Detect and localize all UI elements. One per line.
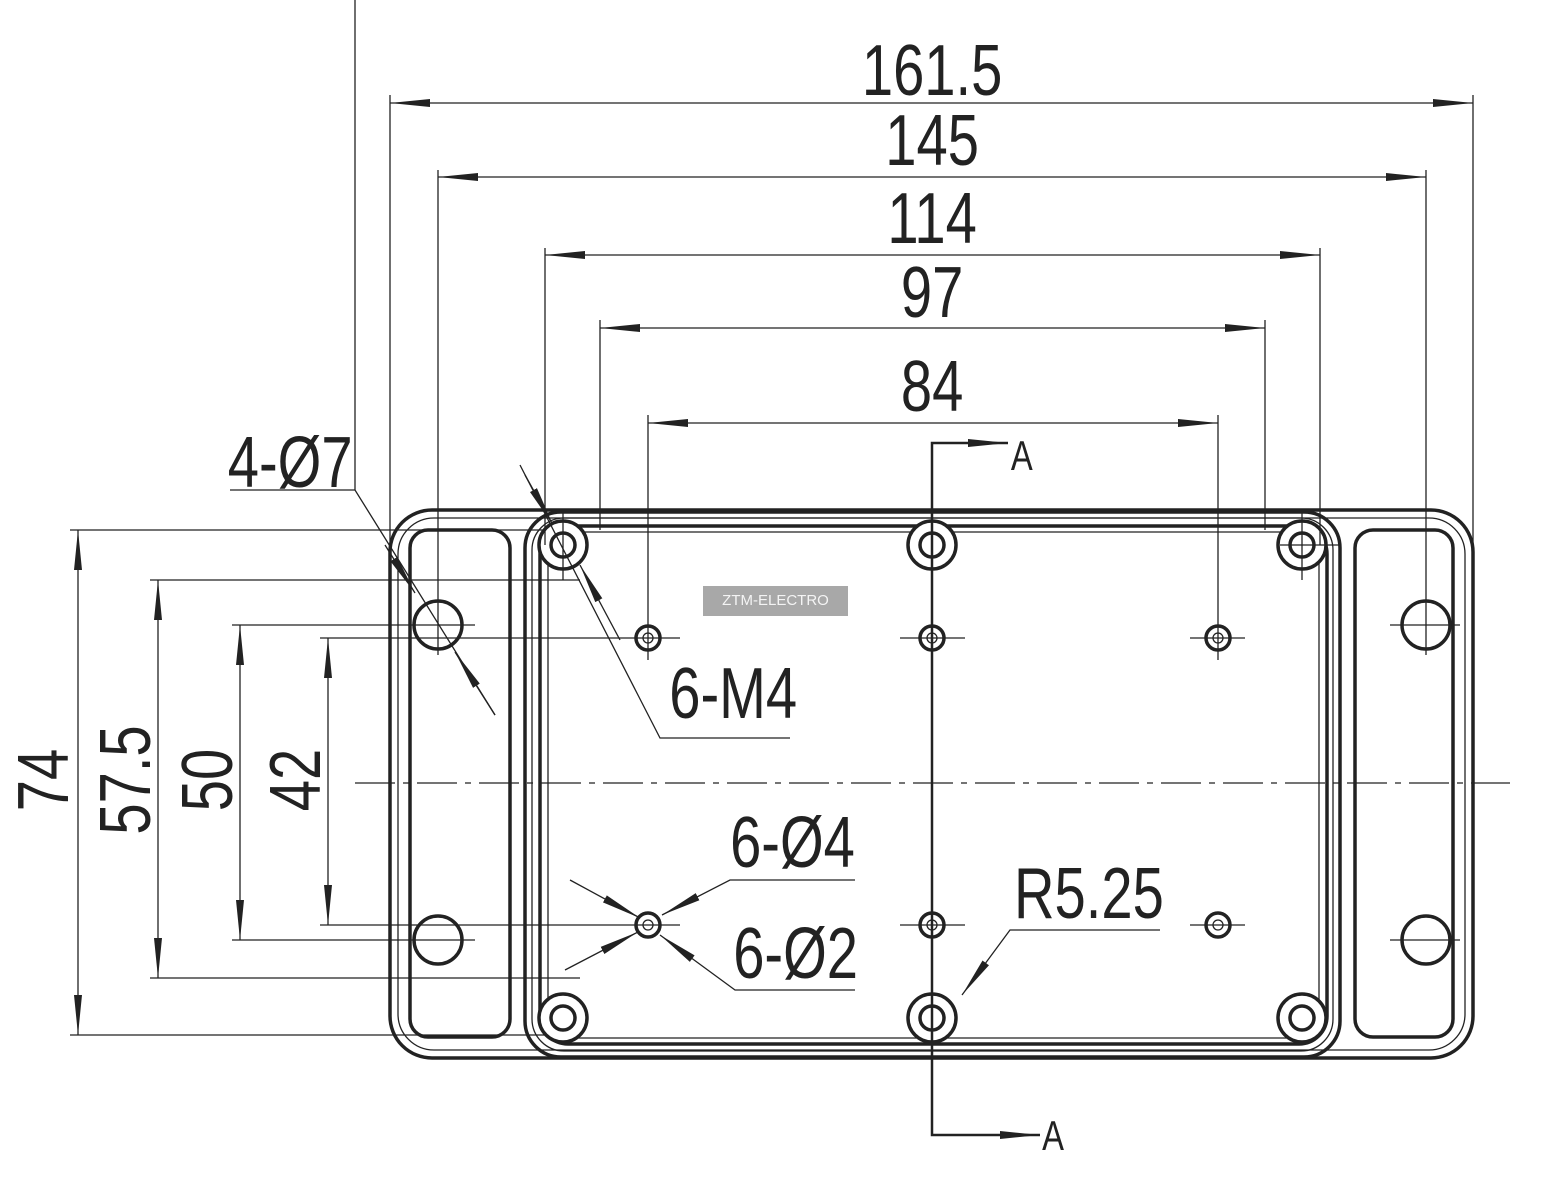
watermark: ZTM-ELECTRO xyxy=(703,586,848,616)
section-label-bottom: A xyxy=(1042,1112,1065,1159)
vertical-dimension-lines xyxy=(74,530,332,1035)
dim-mount-hole-spacing: 145 xyxy=(885,100,979,180)
callout-mount-holes: 4-Ø7 xyxy=(228,422,353,502)
callout-m4: 6-M4 xyxy=(669,653,797,733)
horizontal-dimension-lines xyxy=(390,99,1473,427)
extension-lines xyxy=(70,95,1474,1036)
dim-mount-hole-height: 50 xyxy=(167,749,247,811)
dim-inner-width: 97 xyxy=(901,252,963,332)
section-line xyxy=(930,439,1040,1139)
section-label-top: A xyxy=(1011,432,1034,479)
dim-overall-width: 161.5 xyxy=(862,30,1002,110)
callout-hole-inner: 6-Ø2 xyxy=(733,913,858,993)
callout-radius: R5.25 xyxy=(1014,853,1164,933)
dim-m4-height: 42 xyxy=(255,749,335,811)
callout-hole-outer: 6-Ø4 xyxy=(730,802,855,882)
dim-lid-width: 114 xyxy=(887,178,977,258)
leader-lines xyxy=(230,0,1160,996)
dim-lid-height: 57.5 xyxy=(85,725,165,834)
dim-overall-height: 74 xyxy=(3,749,83,811)
dim-m4-spacing: 84 xyxy=(901,346,963,426)
